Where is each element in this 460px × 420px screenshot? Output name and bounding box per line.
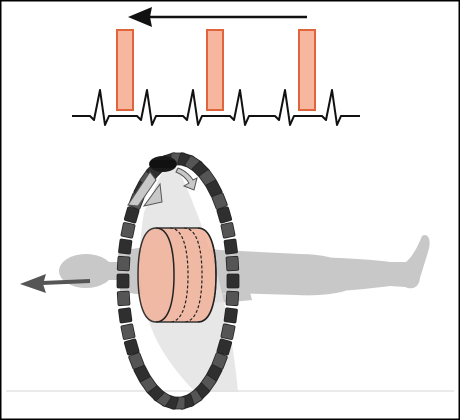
- acquisition-window-bar: [298, 29, 316, 111]
- gantry-tile: [223, 307, 238, 324]
- acquisition-window-bar: [116, 29, 134, 111]
- gantry-tile: [225, 290, 240, 307]
- gantry-tile: [116, 273, 130, 289]
- xray-tube-icon: [149, 156, 177, 172]
- scan-volume-slab: [137, 227, 217, 323]
- gantry-tile: [120, 323, 136, 340]
- acquisition-window-bar: [206, 29, 224, 111]
- gantry-tile: [123, 206, 140, 224]
- gantry-tile: [220, 323, 236, 340]
- left-arrow-icon: [20, 274, 91, 293]
- gantry-tile: [123, 338, 140, 356]
- gantry-tile: [118, 307, 133, 324]
- ecg-trace: [72, 89, 360, 126]
- gantry-tile: [223, 238, 238, 255]
- gantry-tile: [216, 206, 233, 224]
- gantry-tile: [225, 255, 240, 272]
- time-arrow-icon: [128, 7, 307, 27]
- gantry-tile: [116, 255, 131, 272]
- gantry-tile: [216, 338, 233, 356]
- gantry-tile: [116, 290, 131, 307]
- gantry-tile: [118, 238, 133, 255]
- curved-arrow-icon: [127, 167, 198, 207]
- gantry-tile: [128, 352, 145, 370]
- gantry-tile: [220, 222, 236, 239]
- gantry-tile: [120, 222, 136, 239]
- gantry-tile: [226, 273, 240, 289]
- gantry-tile: [211, 192, 228, 210]
- acquisition-windows: [116, 29, 316, 111]
